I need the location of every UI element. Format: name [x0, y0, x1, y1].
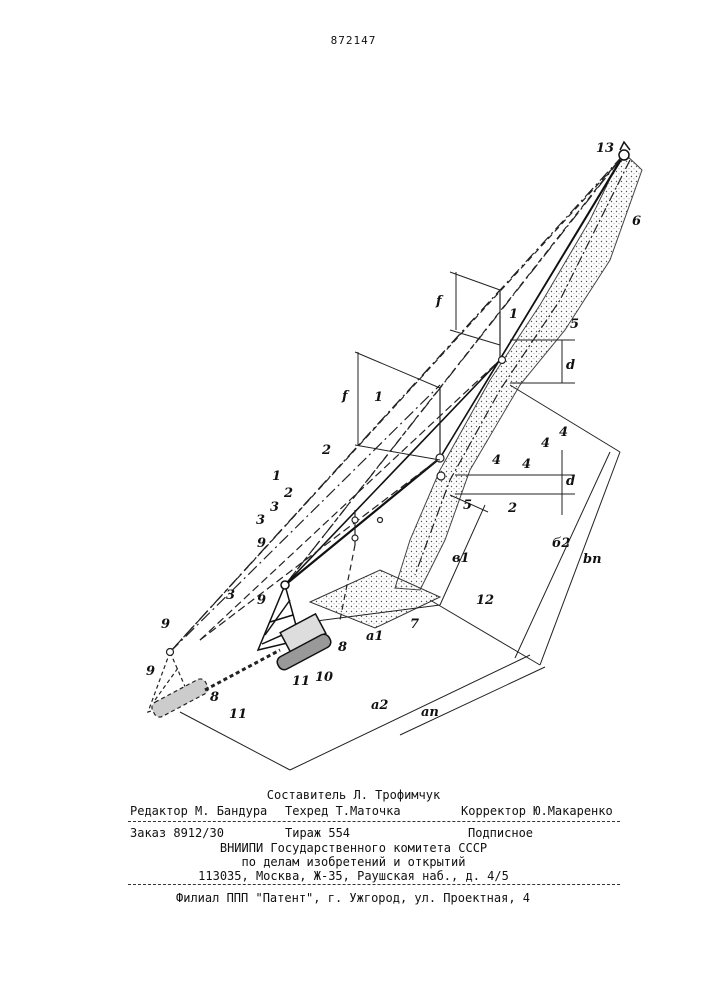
hook — [437, 472, 445, 480]
label-6: 6 — [632, 214, 641, 229]
label-2-mid: 2 — [321, 443, 331, 458]
circulation-line: Тираж 554 — [285, 826, 350, 840]
dim-line — [510, 385, 620, 452]
label-f-mid: f — [341, 389, 350, 404]
hook — [499, 357, 506, 364]
org-line-2: по делам изобретений и открытий — [0, 855, 707, 869]
label-f-top: f — [435, 294, 444, 309]
address-line: 113035, Москва, Ж-35, Раушская наб., д. … — [0, 869, 707, 883]
label-a1: a1 — [366, 629, 383, 644]
label-bn: bn — [583, 552, 602, 567]
label-2-right: 2 — [507, 501, 517, 516]
dim-line — [400, 667, 545, 735]
label-3-a: 3 — [270, 500, 279, 515]
label-b1: в1 — [452, 551, 470, 566]
label-d-top: d — [566, 358, 575, 373]
label-9-a: 9 — [257, 536, 266, 551]
pivot — [281, 581, 289, 589]
org-line-1: ВНИИПИ Государственного комитета СССР — [0, 841, 707, 855]
excavator-far — [148, 649, 280, 720]
label-9-d: 9 — [146, 664, 155, 679]
label-b2: б2 — [552, 536, 570, 551]
pivot — [167, 649, 174, 656]
label-10: 10 — [315, 670, 333, 685]
label-a2: a2 — [371, 698, 388, 713]
dim-line — [430, 600, 540, 665]
hook — [436, 454, 444, 462]
label-1-left: 1 — [272, 469, 281, 484]
label-11-a: 11 — [292, 674, 310, 689]
hook — [352, 517, 358, 523]
divider — [128, 884, 620, 885]
head-sheave-bracket — [620, 142, 630, 150]
excavator-near — [258, 581, 333, 672]
techred-line: Техред Т.Маточка — [285, 804, 401, 818]
crawler-track — [150, 677, 210, 719]
label-4-b: 4 — [541, 436, 550, 451]
label-12: 12 — [476, 593, 494, 608]
order-line: Заказ 8912/30 — [130, 826, 224, 840]
compiler-line: Составитель Л. Трофимчук — [0, 788, 707, 802]
label-8-a: 8 — [338, 640, 347, 655]
hook — [378, 518, 383, 523]
label-9-b: 9 — [257, 593, 266, 608]
label-3-b: 3 — [256, 513, 265, 528]
rubble-plume — [395, 152, 642, 590]
boom-line — [440, 160, 620, 458]
label-4-a: 4 — [559, 425, 568, 440]
label-13: 13 — [596, 141, 614, 156]
label-4-c: 4 — [522, 457, 531, 472]
dim-line — [355, 445, 440, 460]
label-d-bot: d — [566, 474, 575, 489]
label-8-b: 8 — [210, 690, 219, 705]
label-5-right: 5 — [463, 498, 472, 513]
dimension-lines — [180, 272, 620, 770]
corrector-line: Корректор Ю.Макаренко — [461, 804, 613, 818]
label-7: 7 — [410, 617, 419, 632]
dim-line — [540, 452, 620, 665]
label-5-top: 5 — [570, 317, 579, 332]
label-11-b: 11 — [229, 707, 247, 722]
label-2-left: 2 — [283, 486, 293, 501]
label-3-c: 3 — [226, 588, 235, 603]
divider — [128, 821, 620, 822]
branch-line: Филиал ППП "Патент", г. Ужгород, ул. Про… — [176, 891, 530, 905]
subscription-line: Подписное — [468, 826, 533, 840]
head-sheave — [619, 150, 629, 160]
travel-line — [205, 650, 280, 690]
label-1-mid: 1 — [374, 390, 383, 405]
label-an: an — [421, 705, 439, 720]
hook — [352, 535, 358, 541]
label-9-c: 9 — [161, 617, 170, 632]
dim-line — [450, 272, 500, 290]
label-4-d: 4 — [492, 453, 501, 468]
label-1-top: 1 — [509, 307, 518, 322]
editor-line: Редактор М. Бандура — [130, 804, 267, 818]
